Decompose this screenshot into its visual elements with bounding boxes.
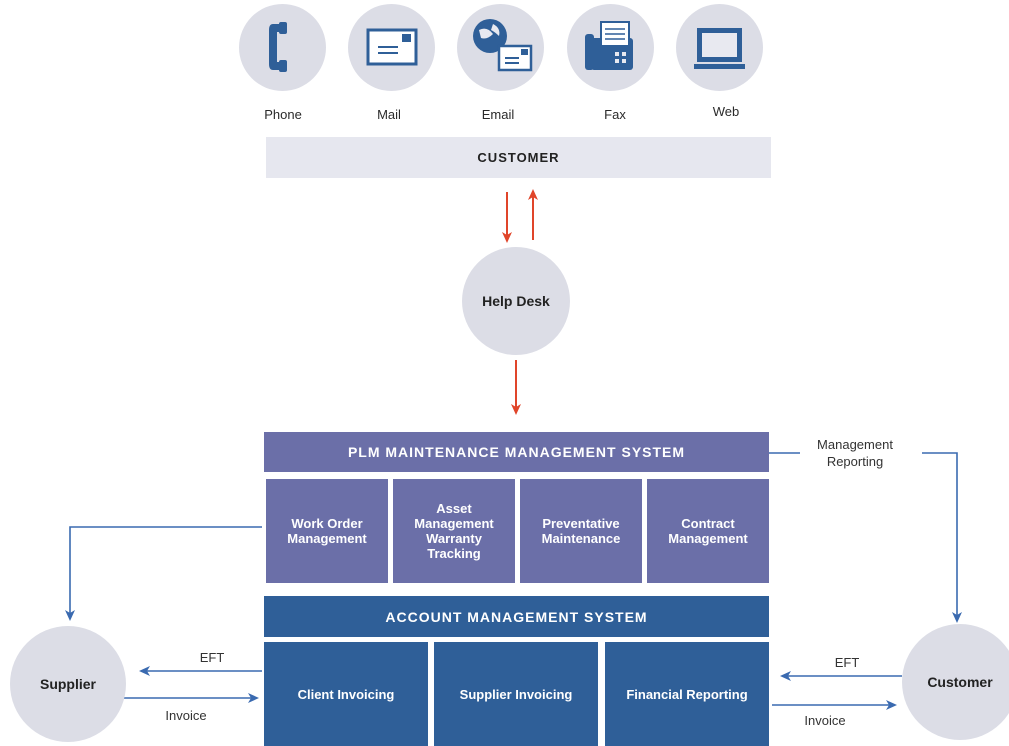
customer-invoice-label: Invoice	[804, 713, 846, 728]
line-plm-to-supplier	[65, 526, 262, 621]
module-work-order: Work Order Management	[266, 479, 388, 583]
channel-label-web: Web	[712, 104, 740, 119]
line-mgmt-to-customer	[922, 452, 962, 623]
channel-label-email: Email	[481, 107, 515, 122]
supplier-eft-label: EFT	[199, 650, 225, 665]
help-desk-node: Help Desk	[462, 247, 570, 355]
web-icon	[676, 4, 763, 91]
supplier-invoice-label: Invoice	[165, 708, 207, 723]
channel-label-phone: Phone	[264, 107, 302, 122]
module-client-invoicing: Client Invoicing	[264, 642, 428, 746]
customer-bar: CUSTOMER	[266, 137, 771, 178]
plm-title-bar: PLM MAINTENANCE MANAGEMENT SYSTEM	[264, 432, 769, 472]
customer-node: Customer	[902, 624, 1009, 740]
fax-icon	[567, 4, 654, 91]
module-preventative: Preventative Maintenance	[520, 479, 642, 583]
module-asset-warranty: Asset Management Warranty Tracking	[393, 479, 515, 583]
module-financial-reporting: Financial Reporting	[605, 642, 769, 746]
channel-label-mail: Mail	[377, 107, 401, 122]
supplier-node: Supplier	[10, 626, 126, 742]
module-contract: Contract Management	[647, 479, 769, 583]
customer-eft-label: EFT	[834, 655, 860, 670]
channel-label-fax: Fax	[604, 107, 626, 122]
management-reporting-label: Management Reporting	[817, 437, 893, 469]
phone-icon	[239, 4, 326, 91]
ams-title-bar: ACCOUNT MANAGEMENT SYSTEM	[264, 596, 769, 637]
mail-icon	[348, 4, 435, 91]
email-icon	[457, 4, 544, 91]
module-supplier-invoicing: Supplier Invoicing	[434, 642, 598, 746]
